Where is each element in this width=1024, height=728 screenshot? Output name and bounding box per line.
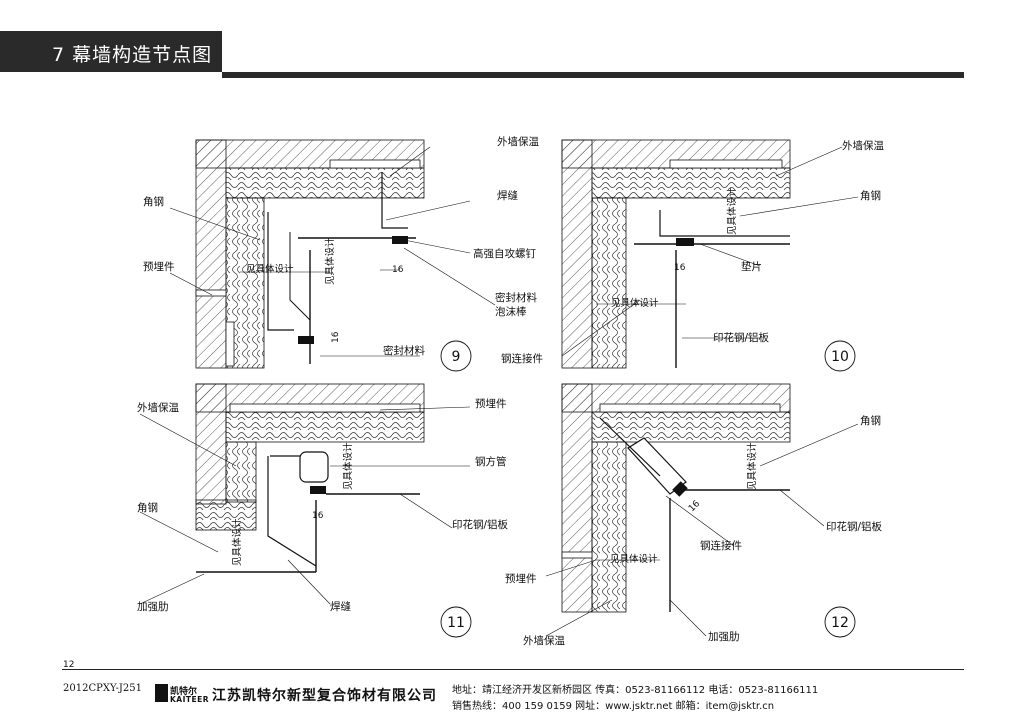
contact-address: 地址：靖江经济开发区新桥园区 传真：0523-81166112 电话：0523-…	[452, 685, 819, 696]
label-steel-connector: 钢连接件	[501, 352, 543, 365]
embedded-plate	[329, 159, 421, 169]
steel-square-tube	[299, 451, 329, 483]
label-exterior-insulation: 外墙保温	[842, 139, 884, 152]
label-see-design-vertical: 见具体设计	[746, 442, 758, 490]
label-angle-steel: 角钢	[860, 414, 881, 427]
angle-steel	[599, 417, 661, 477]
sealant-block-2	[298, 336, 314, 344]
insulation-vertical	[225, 441, 257, 503]
dimension-16: 16	[392, 265, 404, 275]
concrete-wall	[195, 383, 227, 505]
detail-number: 9	[452, 349, 461, 365]
concrete-wall	[561, 139, 593, 369]
detail-number-circle	[824, 340, 856, 372]
company-logo: 凯特尔 KAITEER	[155, 684, 210, 706]
label-stiffener: 加强肋	[137, 600, 169, 613]
detail-10: 外墙保温 角钢 见具体设计 垫片 见具体设计 印花钢/铝板 钢连接件 16 10	[501, 139, 884, 372]
detail-number: 12	[831, 615, 849, 631]
header-bar	[0, 31, 222, 72]
concrete-wall	[561, 383, 593, 613]
logo-chinese: 凯特尔	[170, 687, 198, 697]
header-accent-rule	[222, 72, 964, 78]
bracket	[289, 232, 311, 321]
label-weld: 焊缝	[497, 189, 518, 202]
angle-steel	[659, 210, 790, 237]
embedded-plate	[229, 403, 421, 413]
detail-number-circle	[824, 606, 856, 638]
dimension-16: 16	[312, 511, 324, 521]
label-pressed-panel: 印花钢/铝板	[713, 331, 770, 344]
sealant-block	[392, 236, 408, 244]
label-exterior-insulation: 外墙保温	[523, 634, 565, 647]
detail-number-circle	[440, 340, 472, 372]
label-embedded-part: 预埋件	[143, 261, 175, 273]
connector	[381, 172, 408, 229]
dimension-16: 16	[687, 499, 702, 514]
sealant-block	[310, 486, 326, 494]
concrete-wall	[195, 139, 227, 369]
label-embedded-part: 预埋件	[505, 573, 537, 585]
insulation-lower	[195, 499, 257, 531]
embedded-part-plate	[561, 551, 593, 559]
embedded-part-plate	[195, 289, 227, 297]
label-see-design-vertical: 见具体设计	[726, 187, 738, 235]
label-foam-rod: 泡沫棒	[495, 305, 527, 318]
insulation-horizontal	[225, 167, 425, 199]
label-see-design-vertical: 见具体设计	[324, 237, 336, 285]
embedded-plate	[599, 403, 781, 413]
label-see-design: 见具体设计	[611, 297, 659, 309]
label-pressed-panel: 印花钢/铝板	[826, 520, 883, 533]
insulation-horizontal	[591, 411, 791, 443]
page-number: 12	[63, 660, 75, 670]
detail-number: 10	[831, 349, 849, 365]
contact-sales: 销售热线：400 159 0159 网址：www.jsktr.net 邮箱：it…	[452, 701, 775, 712]
angle-steel	[267, 212, 294, 331]
label-angle-steel: 角钢	[143, 195, 164, 208]
label-sealant-foam: 密封材料	[495, 291, 537, 304]
label-stiffener: 加强肋	[708, 630, 740, 643]
footer-rule	[62, 669, 964, 670]
label-steel-tube: 钢方管	[475, 455, 507, 468]
insulation-vertical	[591, 441, 627, 613]
label-steel-connector: 钢连接件	[700, 539, 742, 552]
label-see-design-vertical-2: 见具体设计	[231, 518, 243, 566]
anchor	[225, 321, 235, 367]
label-weld: 焊缝	[330, 600, 351, 613]
label-embedded-part: 预埋件	[475, 398, 507, 410]
detail-number: 11	[447, 615, 465, 631]
insulation-vertical	[591, 197, 627, 369]
label-angle-steel: 角钢	[860, 189, 881, 202]
company-name: 江苏凯特尔新型复合饰材有限公司	[212, 688, 437, 704]
label-exterior-insulation: 外墙保温	[497, 135, 539, 148]
drawing-code: 2012CPXY-J251	[63, 683, 142, 694]
detail-number-circle	[440, 606, 472, 638]
page-title: 7 幕墙构造节点图	[52, 44, 213, 66]
embedded-plate	[669, 159, 783, 169]
label-angle-steel: 角钢	[137, 501, 158, 514]
sealant-block	[672, 481, 688, 497]
sealant-block	[676, 238, 694, 246]
logo-mark-icon	[155, 684, 168, 702]
label-exterior-insulation: 外墙保温	[137, 401, 179, 414]
angle-steel	[267, 456, 317, 567]
detail-12: 角钢 见具体设计 印花钢/铝板 钢连接件 见具体设计 预埋件 外墙保温 加强肋 …	[505, 383, 883, 647]
label-spacer: 垫片	[741, 260, 762, 273]
steel-tube-diagonal	[627, 437, 687, 495]
insulation-horizontal	[591, 167, 791, 199]
detail-9: 角钢 预埋件 见具体设计 见具体设计 外墙保温 焊缝 高强自攻螺钉 密封材料 泡…	[143, 135, 539, 372]
label-see-design: 见具体设计	[246, 263, 294, 275]
label-sealant: 密封材料	[383, 344, 425, 357]
label-see-design: 见具体设计	[610, 553, 658, 565]
logo-english: KAITEER	[170, 695, 210, 704]
label-see-design-vertical: 见具体设计	[342, 442, 354, 490]
detail-11: 外墙保温 预埋件 钢方管 见具体设计 印花钢/铝板 角钢 见具体设计 加强肋 焊…	[137, 383, 509, 638]
label-self-tapping-screw: 高强自攻螺钉	[473, 247, 536, 260]
dimension-16: 16	[674, 263, 686, 273]
insulation-horizontal	[225, 411, 425, 443]
label-pressed-panel: 印花钢/铝板	[452, 518, 509, 531]
dimension-16-vertical: 16	[331, 331, 341, 343]
